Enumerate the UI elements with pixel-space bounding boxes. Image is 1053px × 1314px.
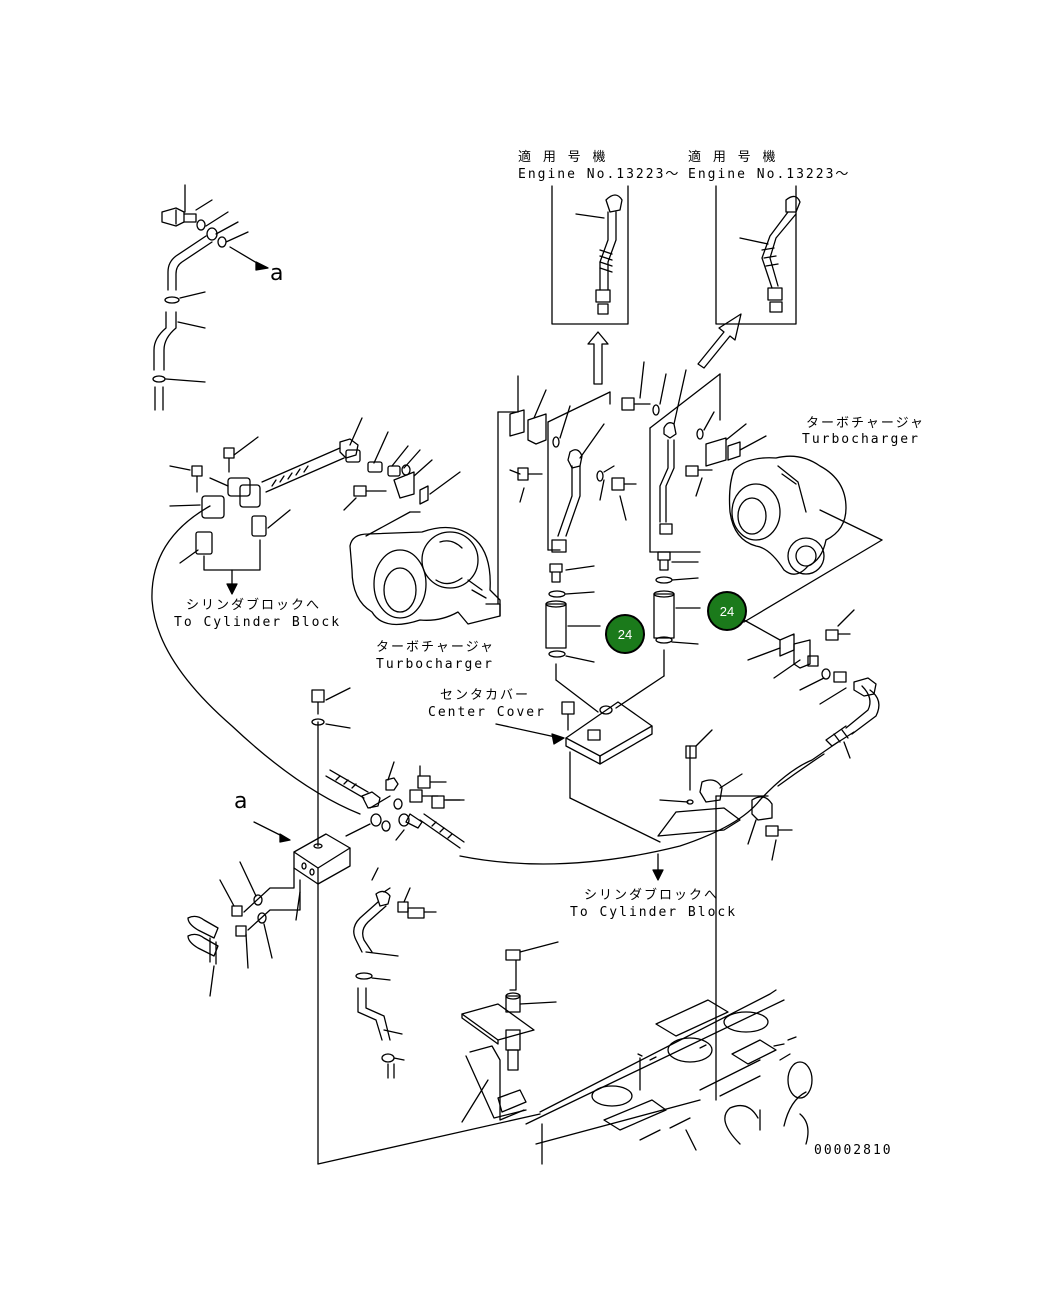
- engine-no-label-left-en: Engine No.13223～: [518, 167, 681, 182]
- engine-inset-box-left: [551, 185, 629, 325]
- main-hose-loop: [151, 505, 839, 865]
- part-24-badge-left[interactable]: 24: [605, 614, 645, 654]
- badge-leader-right: [743, 619, 781, 641]
- bottom-mount: [461, 941, 559, 1123]
- turbocharger-left-label-en: Turbocharger: [376, 657, 494, 672]
- to-cylinder-block-right-label-jp: シリンダブロックへ: [584, 888, 720, 903]
- reference-a-left: a: [234, 789, 248, 814]
- left-turbocharger: [349, 511, 501, 626]
- center-cover-part: [495, 701, 661, 843]
- center-cover-label-jp: センタカバー: [440, 688, 531, 703]
- top-left-pipe-group: [152, 184, 269, 411]
- engine-inset-box-right: [715, 185, 801, 325]
- engine-no-label-right-en: Engine No.13223～: [688, 167, 851, 182]
- center-right-pipe-group: [621, 361, 767, 553]
- cylinder-block-arrow-right: [652, 853, 664, 881]
- to-cylinder-block-left-label-jp: シリンダブロックへ: [186, 598, 322, 613]
- engine-no-label-right-jp: 適 用 号 機: [688, 150, 778, 165]
- part-24-badge-right[interactable]: 24: [707, 591, 747, 631]
- engine-block-outline: [525, 989, 813, 1165]
- center-bracket-group: [497, 375, 637, 605]
- drawing-number: 00002810: [814, 1143, 893, 1158]
- lower-center-pipes: [353, 867, 437, 1079]
- right-turbocharger: [728, 455, 883, 623]
- turbocharger-right-label-en: Turbocharger: [802, 432, 920, 447]
- spacer-group: [545, 551, 701, 713]
- left-hose-cluster: [169, 417, 461, 595]
- center-cover-label-en: Center Cover: [428, 705, 546, 720]
- reference-a-top: a: [270, 261, 284, 286]
- junction-block: [253, 687, 541, 1165]
- right-bracket-clamp: [657, 729, 793, 1101]
- lower-left-elbows: [187, 861, 301, 997]
- upgrade-arrows: [587, 313, 742, 385]
- engine-no-label-left-jp: 適 用 号 機: [518, 150, 608, 165]
- turbocharger-left-label-jp: ターボチャージャ: [376, 640, 495, 655]
- to-cylinder-block-right-label-en: To Cylinder Block: [570, 905, 738, 920]
- turbocharger-right-label-jp: ターボチャージャ: [806, 416, 925, 431]
- right-hose-group: [747, 609, 880, 759]
- to-cylinder-block-left-label-en: To Cylinder Block: [174, 615, 342, 630]
